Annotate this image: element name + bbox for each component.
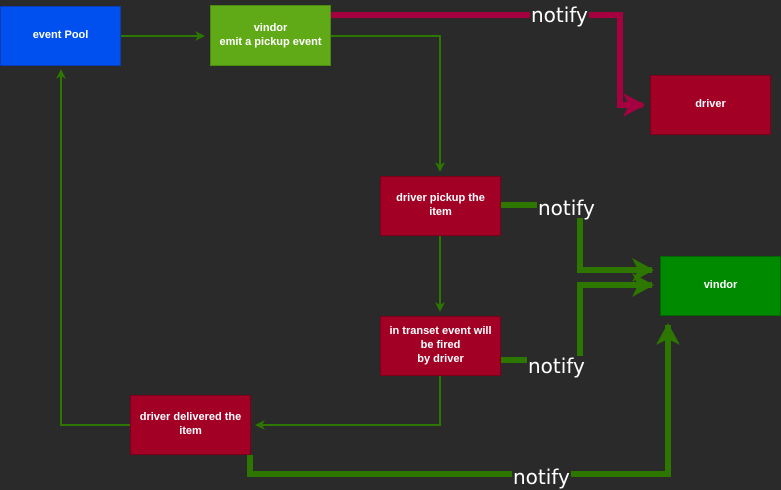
edge-notify-transit [501, 273, 654, 363]
edge-transit-to-delivered [255, 376, 441, 430]
node-driver-pickup: driver pickup the item [380, 176, 501, 236]
node-in-transit: in transet event will be fired by driver [380, 316, 501, 376]
node-driver-top: driver [650, 75, 771, 135]
node-vindor-emit: vindor emit a pickup event [210, 5, 331, 66]
edge-label-notify-delivered: notify [512, 465, 571, 489]
edge-label-notify-driver: notify [530, 3, 589, 27]
edge-label-notify-pickup: notify [537, 196, 596, 220]
node-event-pool: event Pool [0, 6, 121, 66]
edge-delivered-to-eventpool [56, 69, 130, 426]
node-vindor-right: vindor [660, 256, 781, 316]
edge-label-notify-transit: notify [527, 354, 586, 378]
edge-notify-delivered [247, 323, 680, 477]
edge-notify-driver [331, 12, 645, 117]
node-driver-delivered: driver delivered the item [130, 395, 251, 455]
edge-vindor-to-pickup [331, 35, 445, 172]
